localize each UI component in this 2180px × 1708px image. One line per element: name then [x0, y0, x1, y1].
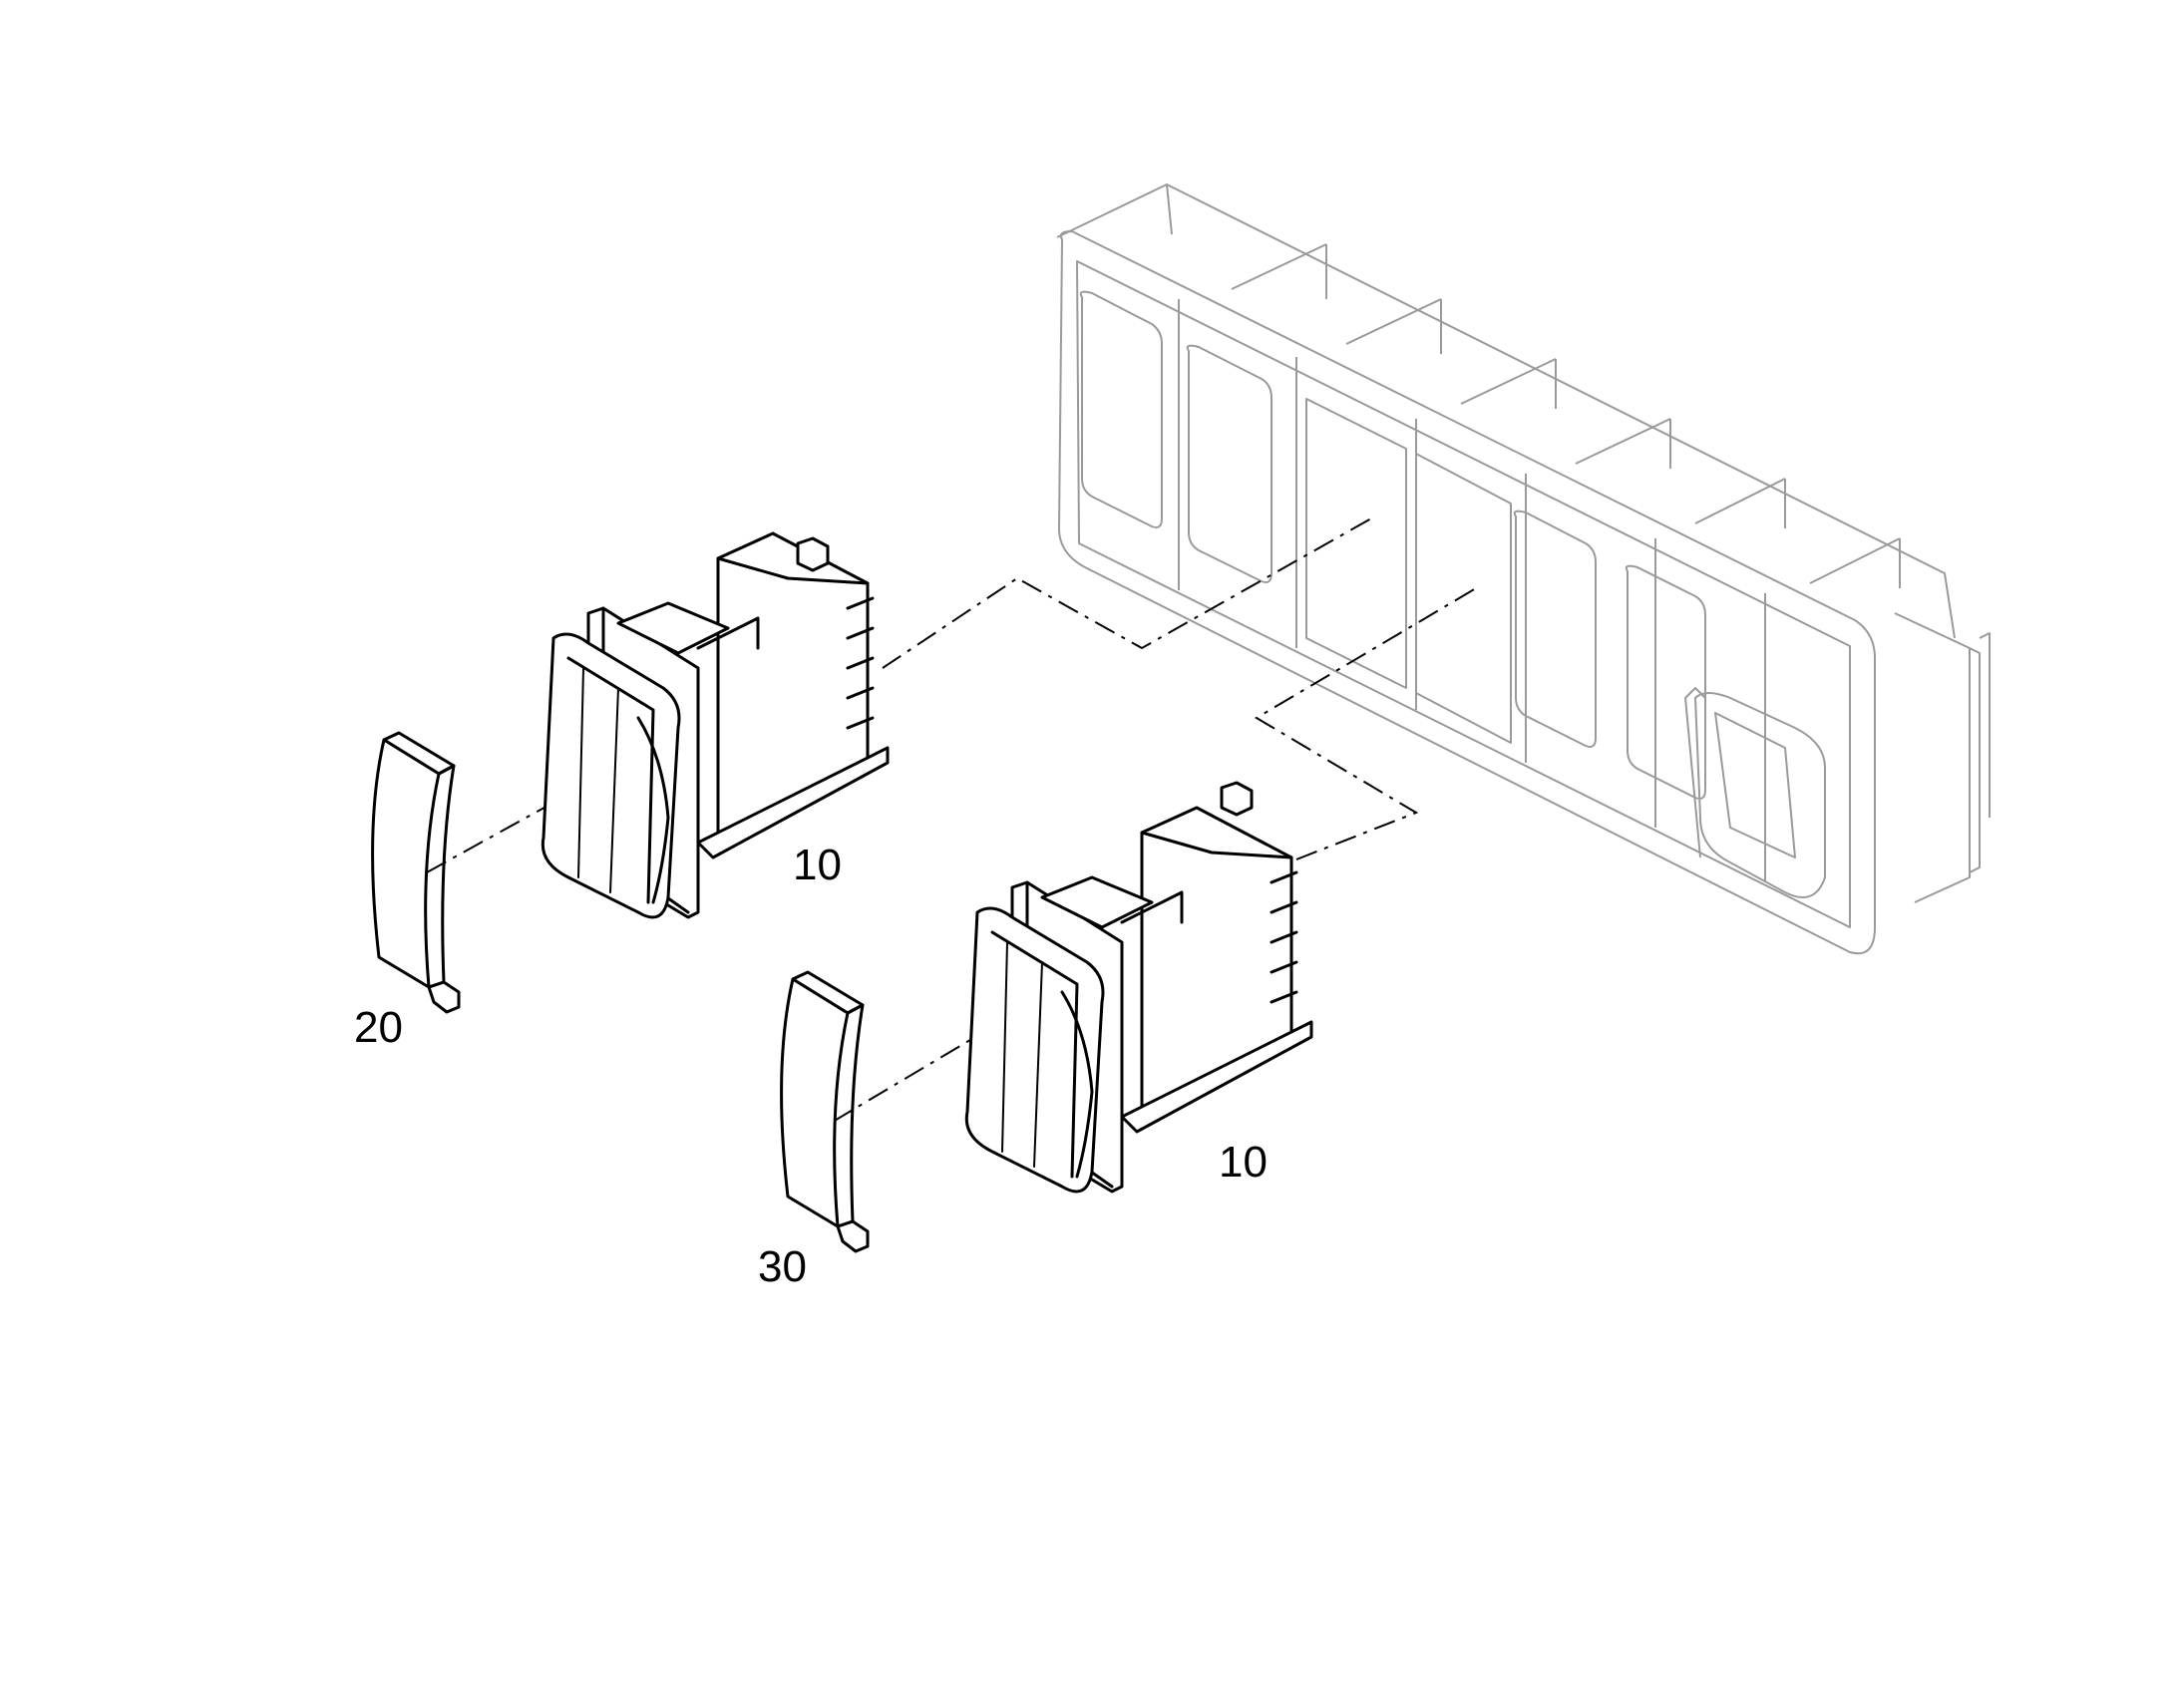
- callout-switch-upper: 10: [793, 841, 842, 889]
- callout-cover-right: 30: [758, 1242, 807, 1291]
- lens-cover-right: [780, 970, 870, 1253]
- rocker-switch-upper: [541, 531, 890, 919]
- callout-cover-left: 20: [354, 1003, 403, 1052]
- lens-cover-left: [371, 731, 461, 1014]
- switch-panel-housing: [1056, 183, 1991, 955]
- rocker-switch-lower: [964, 781, 1313, 1194]
- callout-switch-lower: 10: [1219, 1138, 1268, 1187]
